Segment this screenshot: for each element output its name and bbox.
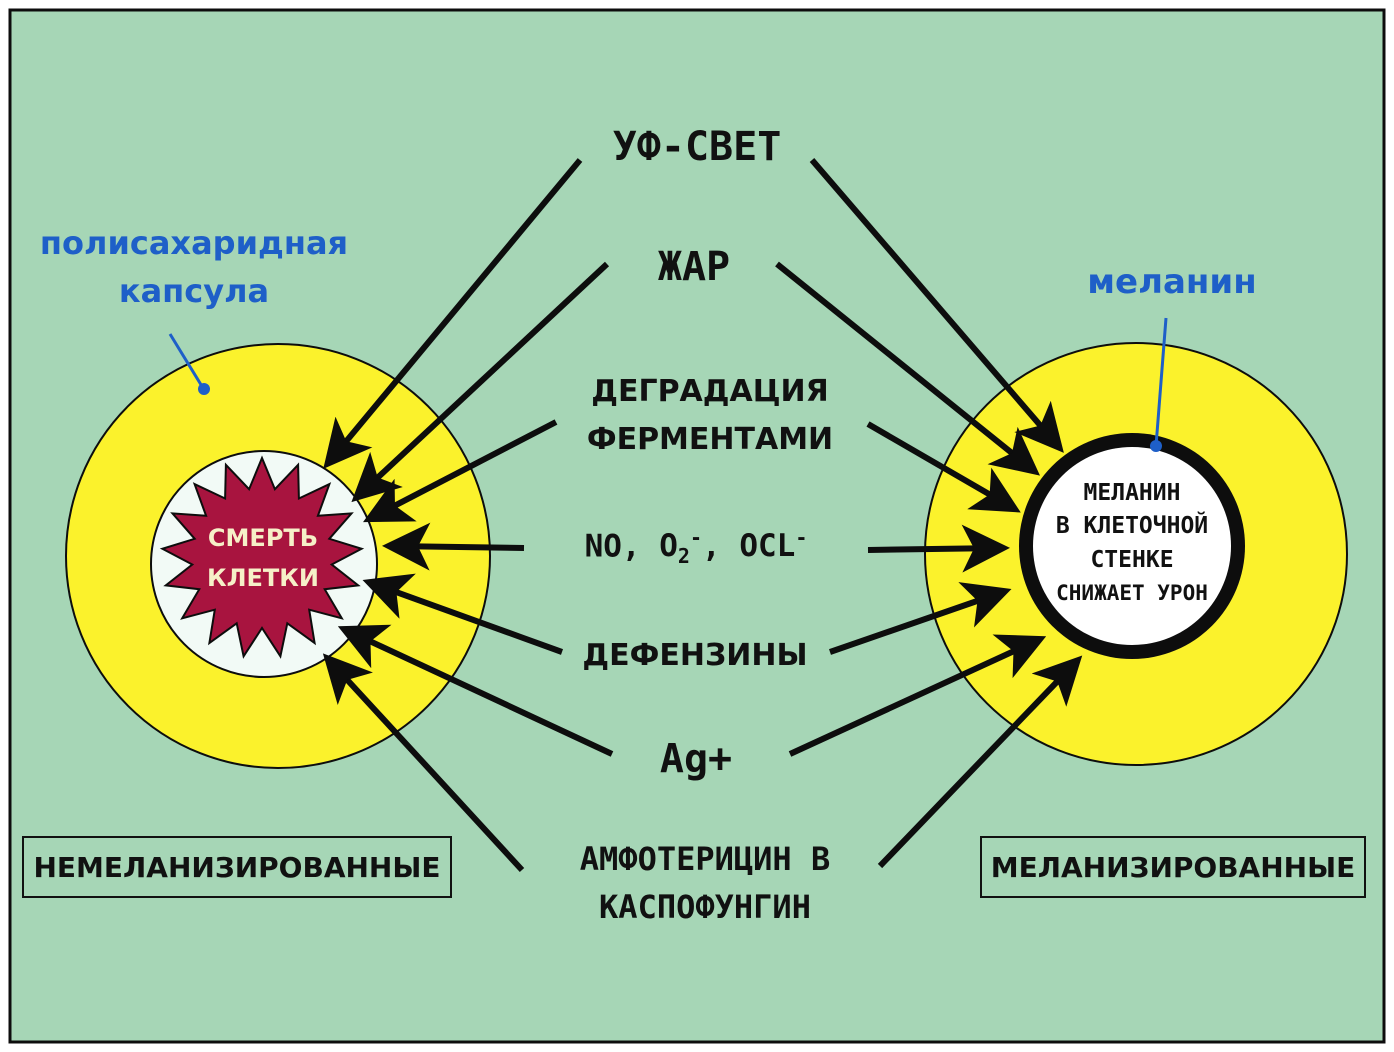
factor-heat: ЖАР <box>657 244 731 290</box>
factor-enzymes-line2: ФЕРМЕНТАМИ <box>586 422 834 457</box>
arrow-heat-left <box>351 261 610 503</box>
capsule-pointer-line <box>168 333 205 389</box>
factor-oxidants: NO, O2-, OCL- <box>524 526 868 569</box>
factor-silver: Ag+ <box>659 736 733 782</box>
arrow-silver-right <box>788 634 1047 757</box>
arrow-enzymes-right <box>866 421 1021 513</box>
arrow-oxidants-left <box>382 522 525 571</box>
capsule-pointer-dot <box>198 383 210 395</box>
left-arrows <box>322 158 614 873</box>
melanin-label: меланин <box>1087 262 1257 302</box>
factor-drugs-line2: КАСПОФУНГИН <box>599 888 811 926</box>
arrow-oxidants-right <box>867 524 1010 573</box>
factor-defensins: ДЕФЕНЗИНЫ <box>582 638 808 673</box>
melanin-text-line4: СНИЖАЕТ УРОН <box>1056 581 1208 605</box>
right-arrows <box>775 158 1083 869</box>
factor-drugs-line1: АМФОТЕРИЦИН В <box>579 840 831 878</box>
arrow-silver-left <box>337 624 614 757</box>
cell-death-line1: СМЕРТЬ <box>207 524 319 552</box>
oxidant-no: NO, <box>584 528 641 565</box>
melanin-pointer-dot <box>1150 440 1162 452</box>
arrow-uv-left <box>323 158 583 469</box>
arrow-drugs-left <box>322 653 525 873</box>
oxidant-superoxide: O2- <box>659 526 703 569</box>
cell-death-star-icon <box>159 455 365 659</box>
arrow-defensins-right <box>829 582 1012 655</box>
melanin-text-line3: СТЕНКЕ <box>1090 547 1174 573</box>
right-cell-body <box>1033 447 1231 645</box>
caption-nonmelanized: НЕМЕЛАНИЗИРОВАННЫЕ <box>22 836 452 898</box>
factor-uv: УФ-СВЕТ <box>612 124 782 170</box>
arrow-uv-right <box>809 158 1064 453</box>
oxidant-hypochlorite: OCL- <box>739 526 808 565</box>
arrow-heat-right <box>775 261 1041 476</box>
melanin-text-line2: В КЛЕТОЧНОЙ <box>1055 513 1209 539</box>
capsule-label-line1: полисахаридная <box>39 224 349 262</box>
melanin-text-line1: МЕЛАНИН <box>1083 480 1181 506</box>
factor-enzymes-line1: ДЕГРАДАЦИЯ <box>591 374 829 409</box>
arrow-defensins-left <box>362 573 564 655</box>
cell-death-line2: КЛЕТКИ <box>206 564 320 592</box>
arrow-drugs-right <box>877 655 1083 869</box>
oxidant-separator: , <box>702 528 721 565</box>
caption-melanized: МЕЛАНИЗИРОВАННЫЕ <box>980 836 1366 898</box>
arrow-enzymes-left <box>363 419 558 523</box>
melanin-pointer-line <box>1154 317 1168 447</box>
capsule-label-line2: капсула <box>118 272 270 310</box>
